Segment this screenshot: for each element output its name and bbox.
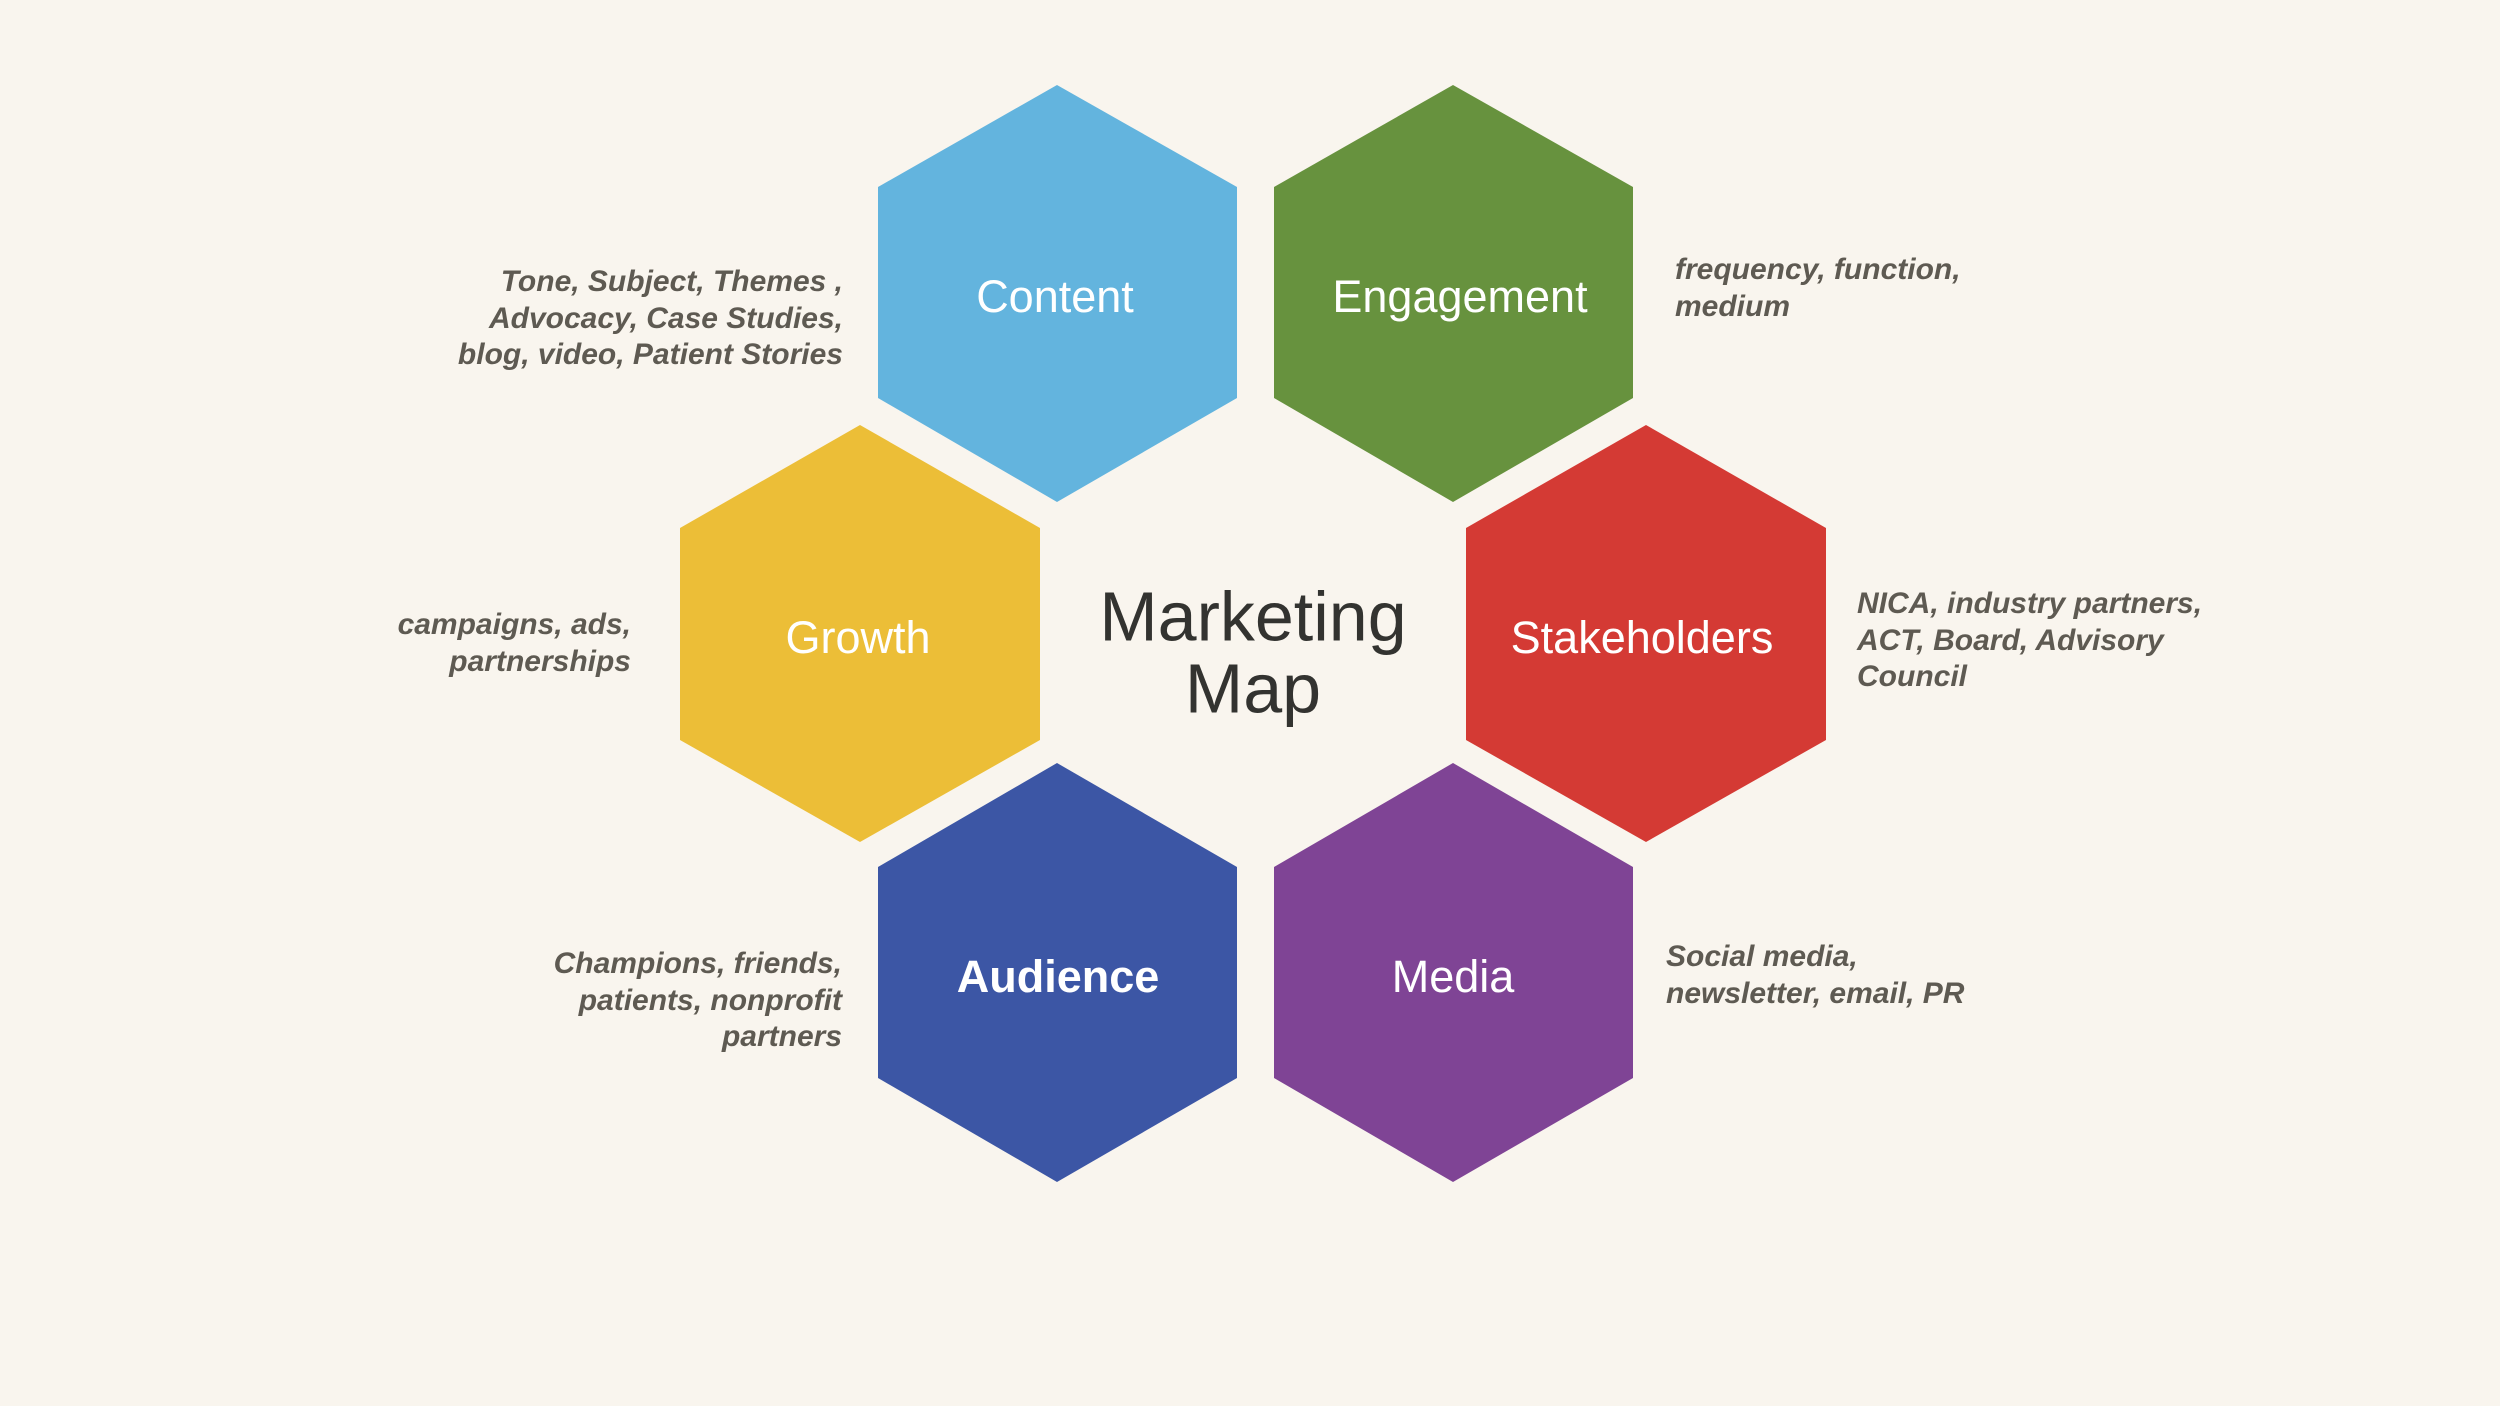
hexagon-audience: Audience — [878, 763, 1237, 1182]
hexagon-engagement-label: Engagement — [1332, 271, 1588, 322]
hexagon-growth: Growth — [680, 425, 1040, 842]
hexagon-audience-shape — [878, 763, 1237, 1182]
note-growth: campaigns, ads, partnerships — [397, 608, 631, 678]
note-engagement: frequency, function, medium — [1675, 253, 1961, 323]
hexagon-audience-label: Audience — [957, 951, 1160, 1002]
hexagon-media-label: Media — [1392, 951, 1516, 1002]
center-title-line2: Map — [1185, 649, 1321, 727]
center-title-line1: Marketing — [1099, 577, 1406, 655]
hexagon-stakeholders: Stakeholders — [1466, 425, 1826, 842]
note-media: Social media, newsletter, email, PR — [1666, 940, 1965, 1010]
note-audience: Champions, friends, patients, nonprofit … — [553, 947, 842, 1053]
hexagon-content: Content — [878, 85, 1237, 502]
note-stakeholders: NICA, industry partners, ACT, Board, Adv… — [1857, 587, 2203, 693]
hexagon-content-label: Content — [976, 271, 1134, 322]
hexagon-stakeholders-shape — [1466, 425, 1826, 842]
center-title: Marketing Map — [1099, 577, 1406, 727]
hexagon-stakeholders-label: Stakeholders — [1511, 612, 1774, 663]
note-content: Tone, Subject, Themes , Advocacy, Case S… — [457, 265, 843, 371]
hexagon-media-shape — [1274, 763, 1633, 1182]
hexagon-content-shape — [878, 85, 1237, 502]
hexagon-growth-label: Growth — [785, 612, 930, 663]
hexagon-engagement: Engagement — [1274, 85, 1633, 502]
hexagon-engagement-shape — [1274, 85, 1633, 502]
hexagon-media: Media — [1274, 763, 1633, 1182]
hexagon-growth-shape — [680, 425, 1040, 842]
